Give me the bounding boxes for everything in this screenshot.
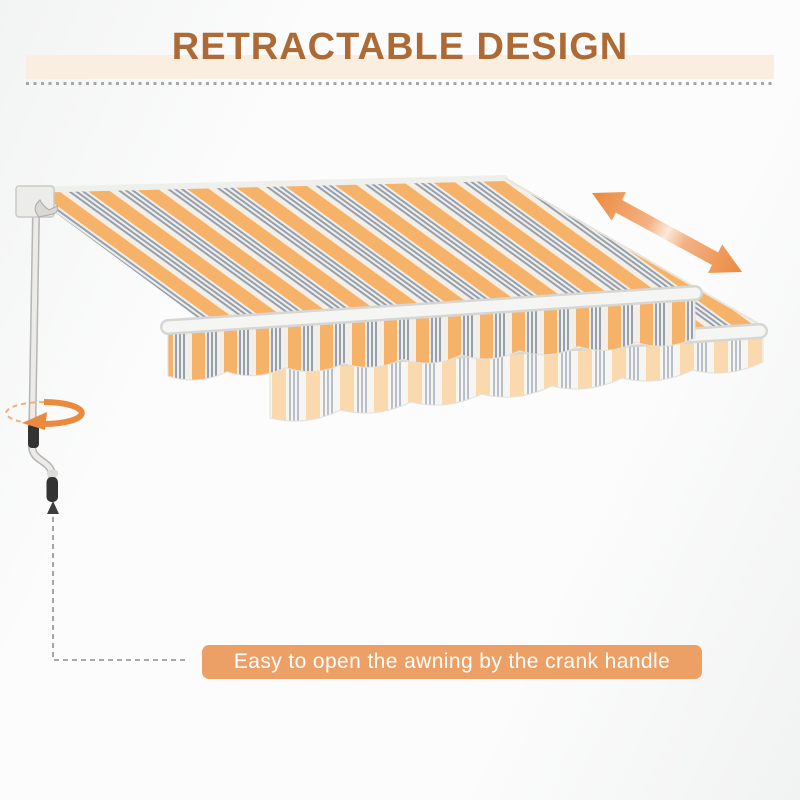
wall-bracket: [15, 185, 59, 218]
roller-bar: [160, 285, 703, 335]
page-title: RETRACTABLE DESIGN: [171, 26, 629, 68]
crank-rotation-arrow: [5, 399, 85, 430]
handle-pointer-arrow: [47, 501, 189, 661]
crank-hook: [34, 198, 59, 218]
main-valance: [167, 297, 696, 381]
extend-retract-arrow: [592, 192, 742, 273]
front-valance: [269, 330, 764, 422]
pole-grip: [28, 423, 39, 448]
title-highlight-band: [26, 55, 774, 79]
caption-badge: Easy to open the awning by the crank han…: [202, 645, 702, 679]
dotted-divider: [26, 82, 774, 85]
awning-canopy: [22, 175, 767, 329]
handle-grip: [46, 477, 58, 502]
crank-handle: [28, 210, 58, 502]
